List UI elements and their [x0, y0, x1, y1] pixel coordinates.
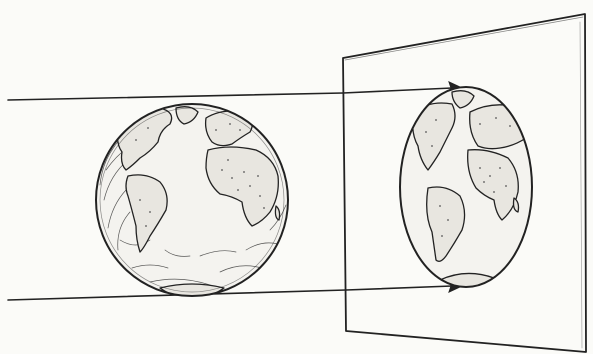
projection-ray-top — [8, 82, 462, 100]
projected-map — [400, 87, 532, 290]
globe — [96, 104, 288, 298]
